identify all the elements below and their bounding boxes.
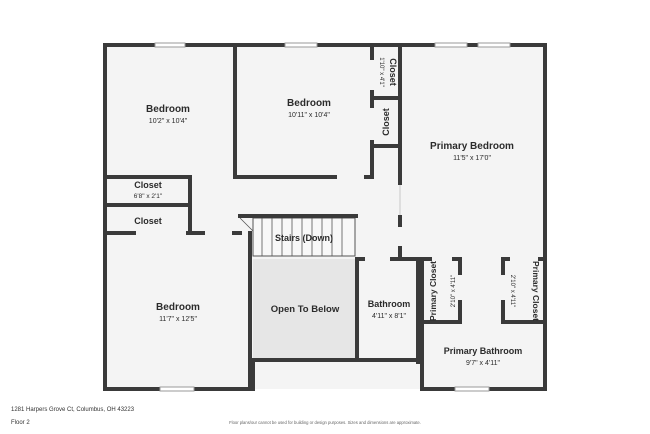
bedroom3-name: Bedroom	[156, 302, 200, 313]
closet-small-top-dims: 1'10" x 4'1"	[378, 57, 384, 87]
bathroom-name: Bathroom	[368, 299, 411, 309]
windows	[154, 42, 511, 392]
closet-a-dims: 6'8" x 2'1"	[134, 193, 163, 200]
primary-closet-right-name: Primary Closet	[531, 261, 541, 321]
primary-bedroom-name: Primary Bedroom	[430, 141, 514, 152]
open-to-below-area	[253, 259, 357, 360]
primary-bedroom-dims: 11'5" x 17'0"	[453, 155, 491, 162]
closet-small-mid-name: Closet	[381, 108, 391, 136]
disclaimer: Floor plans/our cannot be used for build…	[229, 420, 421, 425]
primary-bathroom-name: Primary Bathroom	[444, 346, 523, 356]
floor-label: Floor 2	[11, 420, 30, 426]
closet-a-name: Closet	[134, 180, 162, 190]
bedroom2-dims: 10'11" x 10'4"	[288, 112, 330, 119]
bedroom3-dims: 11'7" x 12'5"	[159, 316, 197, 323]
bedroom1-name: Bedroom	[146, 104, 190, 115]
bedroom2-name: Bedroom	[287, 98, 331, 109]
primary-closet-left-name: Primary Closet	[428, 261, 438, 321]
closet-small-top-name: Closet	[388, 58, 398, 86]
stairs-name: Stairs (Down)	[275, 233, 333, 243]
stairs-treads	[239, 217, 356, 257]
primary-closet-right-dims: 2'10" x 4'11"	[509, 275, 515, 307]
closet-b-name: Closet	[134, 216, 162, 226]
open-to-below-name: Open To Below	[271, 304, 340, 315]
primary-bathroom-dims: 9'7" x 4'11"	[466, 360, 500, 367]
property-address: 1281 Harpers Grove Ct, Columbus, OH 4322…	[11, 407, 135, 413]
bathroom-dims: 4'11" x 8'1"	[372, 313, 406, 320]
primary-closet-left-dims: 2'10" x 4'11"	[451, 275, 457, 307]
bedroom1-dims: 10'2" x 10'4"	[149, 118, 188, 125]
